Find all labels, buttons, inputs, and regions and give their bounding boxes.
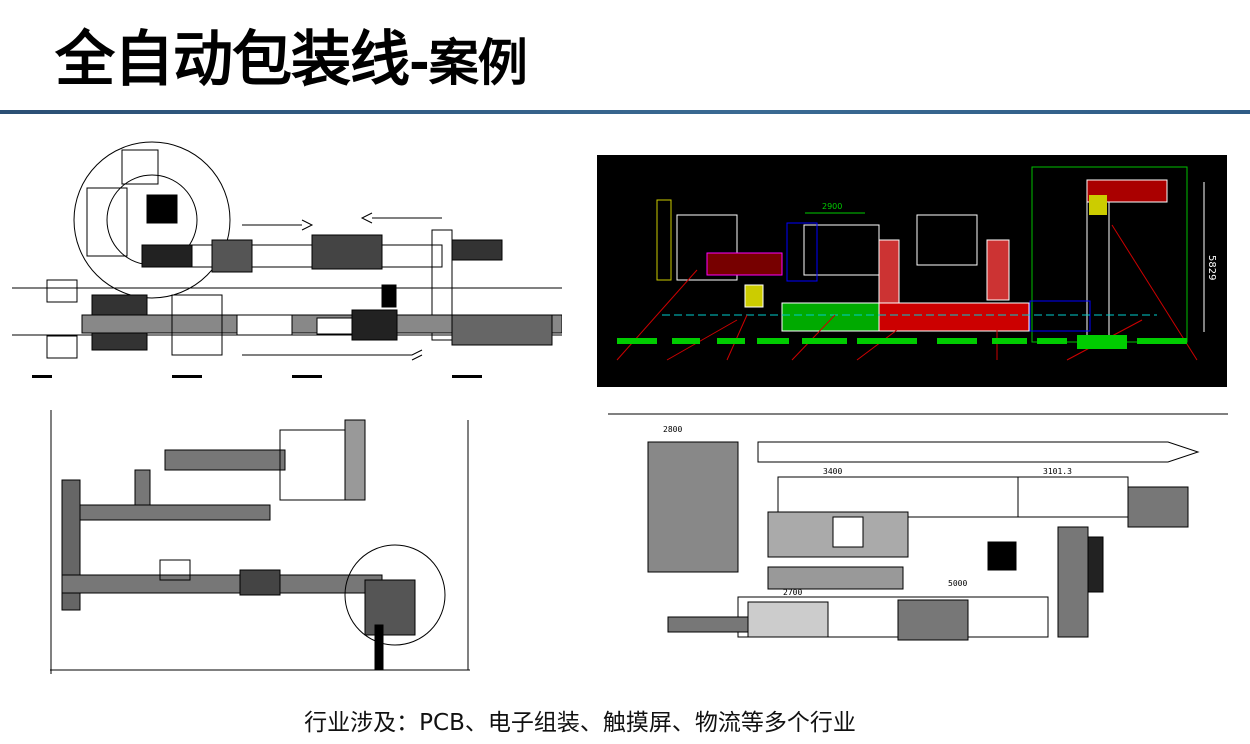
title-sub: -案例 — [409, 34, 528, 92]
layout-drawing-bottom-right: 2800 3400 3101.3 5000 2700 — [608, 402, 1228, 664]
slide-title: 全自动包装线-案例 — [55, 22, 528, 101]
layout-drawing-bottom-left — [50, 410, 480, 674]
dim-a: 2800 — [663, 425, 682, 434]
dim-b: 3400 — [823, 467, 842, 476]
dim-height: 5829 — [1206, 255, 1217, 280]
dim-c: 3101.3 — [1043, 467, 1072, 476]
title-main: 全自动包装线 — [55, 25, 410, 95]
industries-caption: 行业涉及：PCB、电子组装、触摸屏、物流等多个行业 — [304, 710, 856, 736]
layout-drawing-top-right: 5829 2900 — [597, 155, 1227, 387]
title-divider — [0, 110, 1250, 114]
dim-e: 2700 — [783, 588, 802, 597]
dim-width: 2900 — [822, 202, 842, 211]
dim-d: 5000 — [948, 579, 967, 588]
layout-drawing-top-left — [12, 140, 562, 387]
